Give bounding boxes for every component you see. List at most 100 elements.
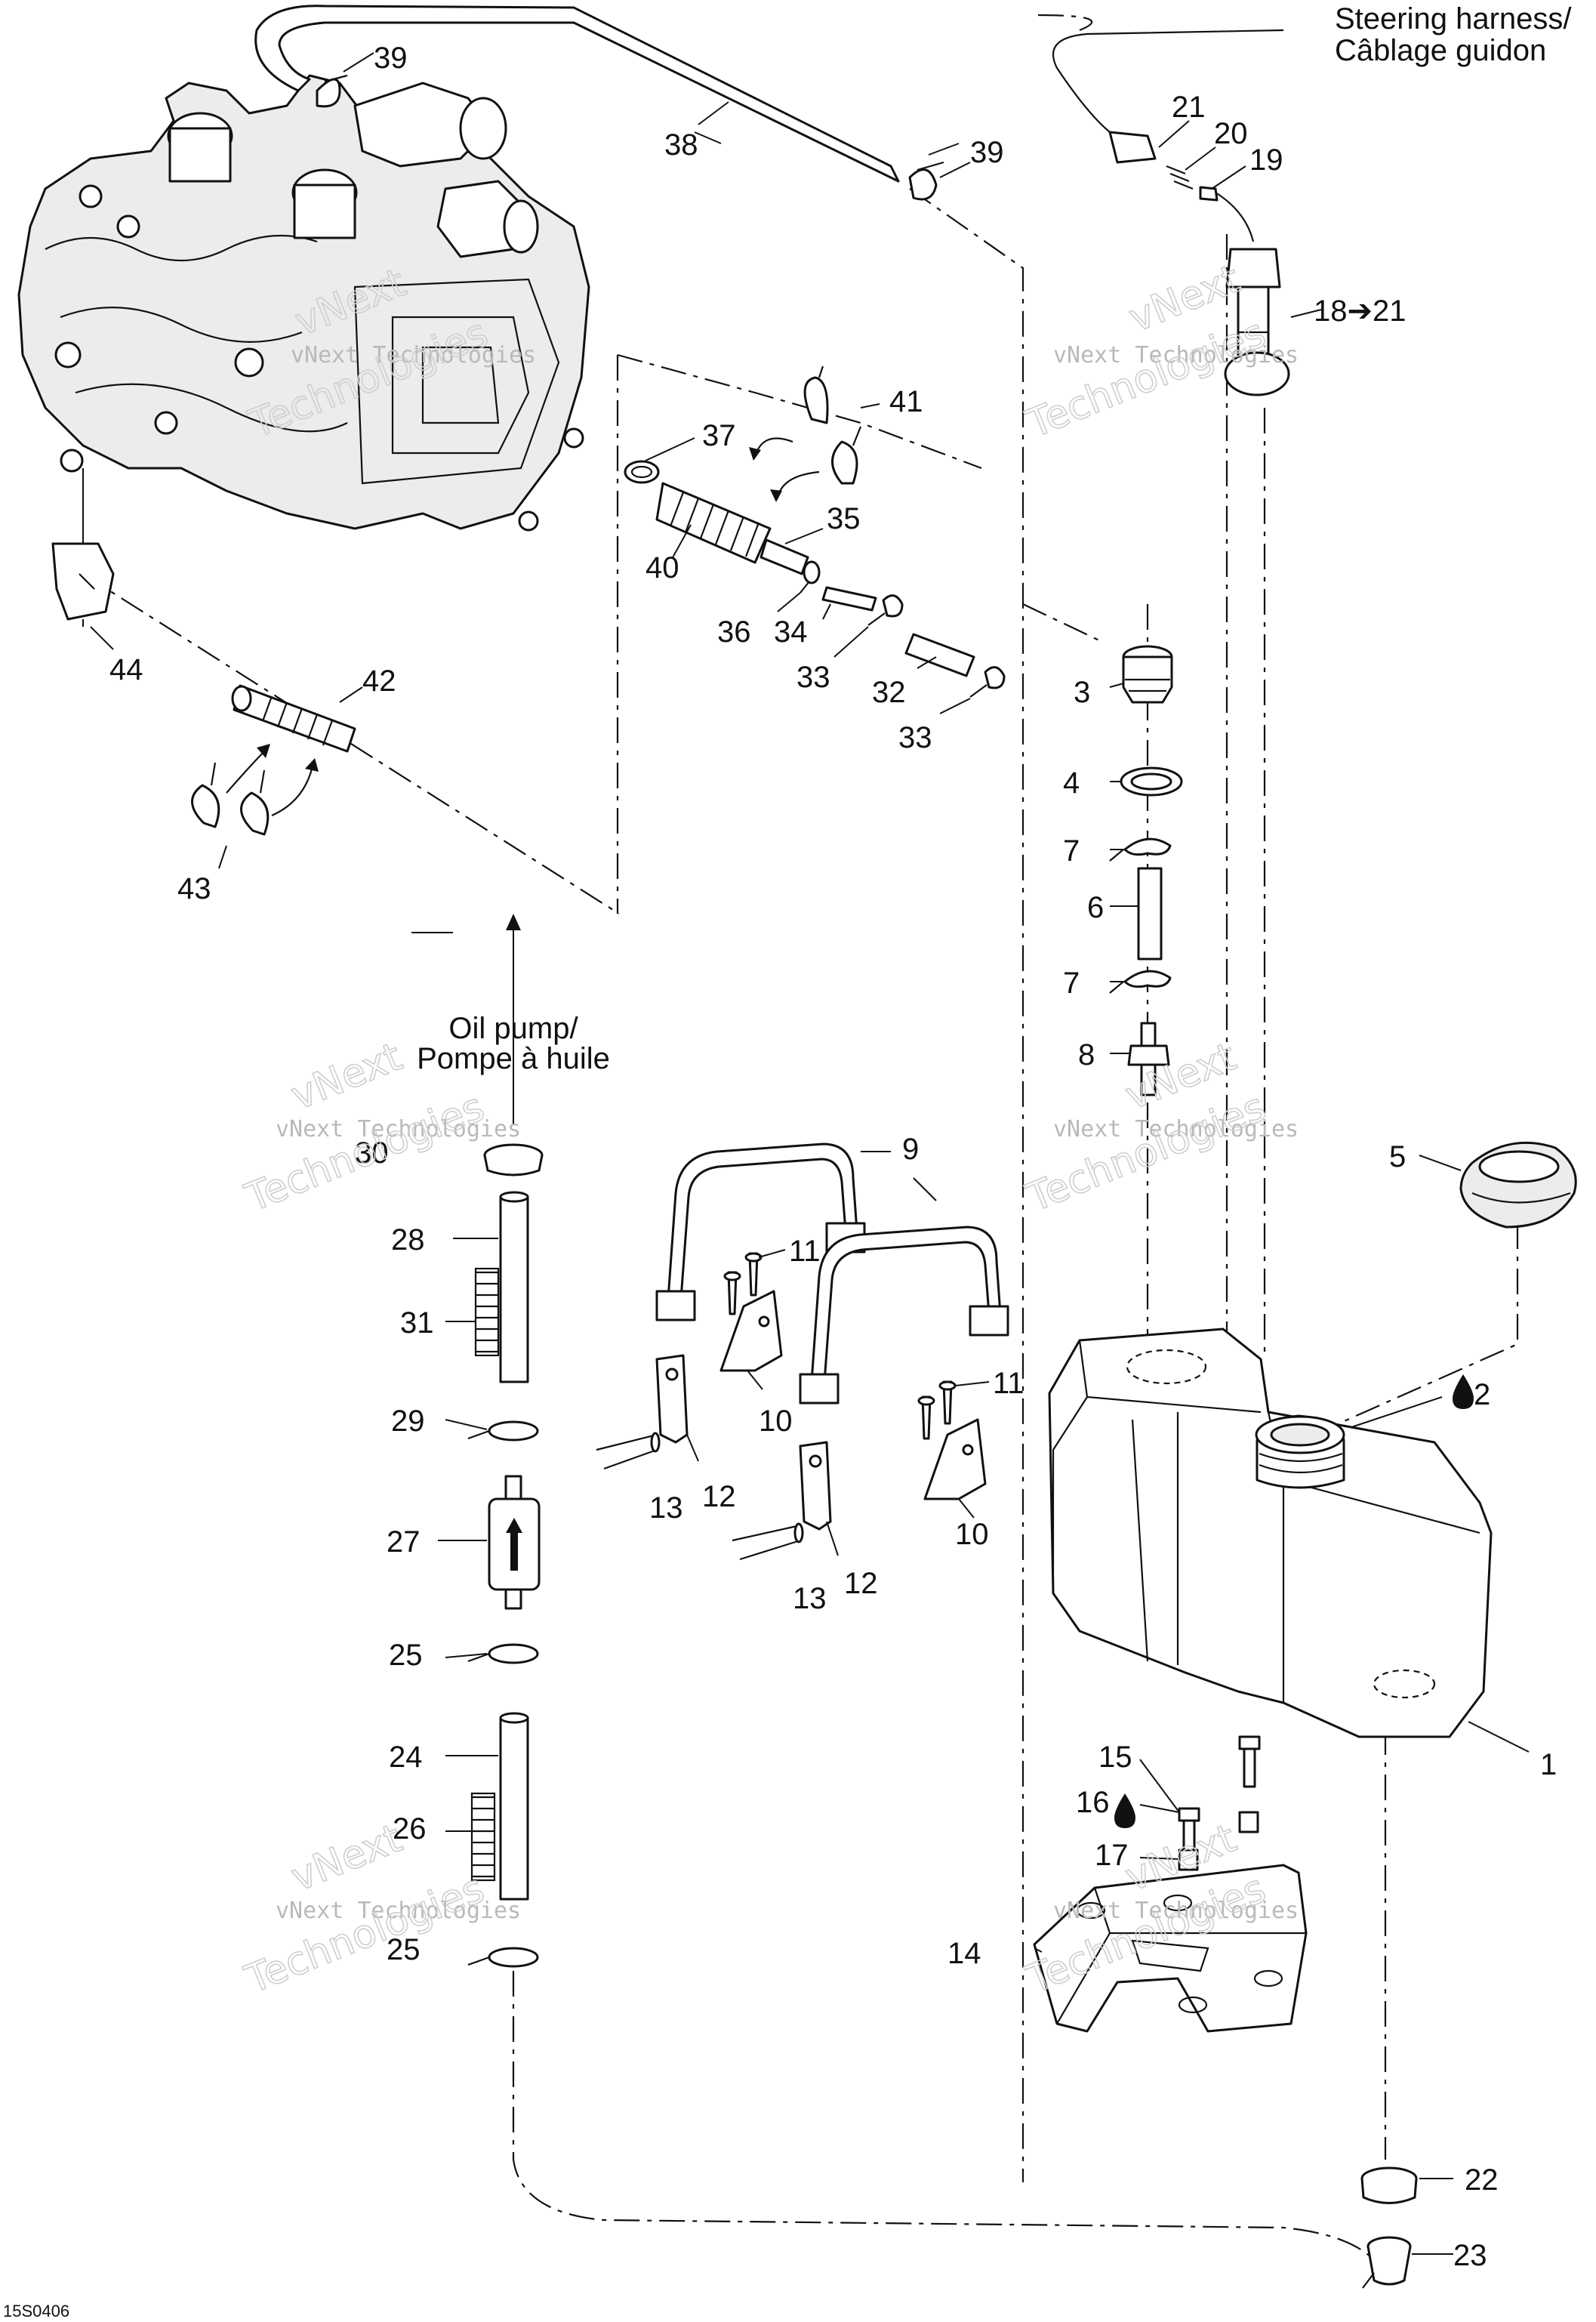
part-1-oil-tank: [1048, 1328, 1493, 1738]
note-steering-harness-en: Steering harness/: [1335, 2, 1572, 35]
part-39-clamp-upper: [316, 74, 348, 108]
callout-4: 4: [1063, 766, 1080, 800]
part-25-clamp-lower: [467, 1947, 539, 1968]
part-12-bracket-right: [799, 1441, 832, 1531]
callout-33-upper: 33: [796, 661, 830, 694]
callout-9: 9: [902, 1133, 919, 1166]
part-20-pins: [1166, 165, 1194, 190]
svg-text:vNext Technologies: vNext Technologies: [1053, 342, 1299, 368]
watermark-bottom-left: vNext Technologies vNext Technologies: [239, 1815, 521, 2004]
note-oil-pump-fr: Pompe à huile: [417, 1042, 610, 1075]
callout-7-upper: 7: [1063, 834, 1080, 868]
routing-lines: [82, 14, 1519, 2270]
callout-13-right: 13: [793, 1582, 827, 1615]
part-7-clamp-upper: [1109, 837, 1172, 862]
part-13-rivets-right: [732, 1522, 804, 1561]
part-43-clamps: [191, 744, 319, 836]
callout-29: 29: [391, 1405, 425, 1438]
part-24-hose: [499, 1712, 529, 1901]
callout-34: 34: [774, 615, 808, 649]
part-21-connector: [1052, 29, 1284, 164]
part-4-grommet: [1120, 766, 1183, 797]
part-6-vent-hose: [1137, 867, 1163, 961]
part-33-clamp-upper: [867, 594, 904, 626]
svg-text:vNext Technologies: vNext Technologies: [276, 1898, 521, 1924]
callout-6: 6: [1087, 891, 1104, 924]
part-31-spring: [474, 1267, 500, 1357]
part-40-hose-spring: [655, 482, 772, 564]
callout-10-upper: 10: [759, 1405, 793, 1438]
callout-32: 32: [872, 676, 906, 709]
part-27-oil-filter: [488, 1475, 541, 1610]
note-oil-pump-en: Oil pump/: [448, 1012, 578, 1045]
part-42-hose-spring: [231, 684, 356, 753]
callout-14: 14: [947, 1937, 981, 1970]
part-38-hose: [254, 5, 900, 183]
part-33-clamp-lower: [969, 666, 1006, 698]
part-7-clamp-lower: [1109, 970, 1172, 994]
callout-26: 26: [393, 1812, 427, 1846]
part-3-vent-cap: [1122, 645, 1173, 704]
callout-23: 23: [1453, 2239, 1487, 2272]
part-14-tank-support: [1033, 1864, 1308, 2033]
reference-code: 15S0406: [3, 2302, 69, 2320]
part-9-strap-left: [655, 1142, 866, 1321]
part-5-tank-cap: [1459, 1141, 1577, 1229]
callout-28: 28: [391, 1223, 425, 1257]
part-41-clamps: [749, 365, 862, 502]
part-11-rivets-lower: [917, 1380, 957, 1440]
part-37-clamp: [624, 460, 660, 484]
callout-5: 5: [1389, 1140, 1406, 1173]
callout-12-right: 12: [844, 1567, 878, 1600]
callout-37: 37: [702, 419, 736, 452]
callout-38: 38: [664, 128, 698, 162]
callout-10-lower: 10: [955, 1518, 989, 1551]
part-10-bracket-lower: [923, 1418, 987, 1500]
callout-30: 30: [355, 1136, 389, 1170]
callout-33-lower: 33: [898, 721, 932, 754]
note-oil-pump: Oil pump/ Pompe à huile: [417, 1012, 610, 1075]
callout-3: 3: [1074, 676, 1090, 709]
part-26-spring: [470, 1792, 496, 1882]
svg-text:vNext: vNext: [285, 1035, 408, 1120]
leader-lines: [90, 52, 1530, 2255]
oil-drop-icon: [1114, 1793, 1135, 1828]
callout-39-lower: 39: [970, 136, 1004, 169]
callout-18-21: 18➔21: [1314, 294, 1407, 328]
callout-25-upper: 25: [389, 1639, 423, 1672]
callout-8: 8: [1078, 1038, 1095, 1072]
callout-24: 24: [389, 1741, 423, 1774]
svg-text:vNext Technologies: vNext Technologies: [291, 342, 536, 368]
part-28-hose: [499, 1191, 529, 1383]
part-8-check-valve: [1127, 1022, 1170, 1096]
svg-text:vNext: vNext: [285, 1816, 408, 1901]
callout-19: 19: [1249, 143, 1283, 177]
callout-27: 27: [387, 1525, 421, 1559]
engine-assembly: [17, 74, 590, 532]
part-32-hose: [904, 633, 975, 677]
callout-16: 16: [1076, 1786, 1110, 1819]
part-12-bracket-left: [655, 1354, 689, 1444]
svg-text:vNext Technologies: vNext Technologies: [1053, 1898, 1299, 1924]
callout-21: 21: [1172, 91, 1206, 124]
part-15-screw: [1178, 1735, 1261, 1860]
svg-text:vNext Technologies: vNext Technologies: [276, 1116, 521, 1142]
callout-7-lower: 7: [1063, 967, 1080, 1000]
callout-36: 36: [717, 615, 751, 649]
callout-1: 1: [1540, 1748, 1557, 1781]
svg-text:Technologies: Technologies: [239, 1084, 490, 1221]
part-22-grommet: [1360, 2166, 1418, 2204]
part-23-fitting: [1362, 2236, 1412, 2289]
part-25-clamp-upper: [467, 1643, 539, 1664]
note-steering-harness: Steering harness/ Câblage guidon: [1335, 2, 1572, 67]
callout-39-upper: 39: [374, 42, 408, 75]
oil-drop-icon: [1453, 1374, 1474, 1409]
callout-42: 42: [362, 665, 396, 698]
callout-labels: 1 2 3 4 5 6 7 7 8 9 10 10 11 11 12 12 13…: [109, 42, 1557, 2272]
callout-25-lower: 25: [387, 1933, 421, 1966]
part-39-clamp-lower: [908, 161, 944, 201]
note-steering-harness-fr: Câblage guidon: [1335, 34, 1546, 67]
callout-20: 20: [1214, 117, 1248, 150]
callout-11-upper: 11: [789, 1235, 821, 1268]
